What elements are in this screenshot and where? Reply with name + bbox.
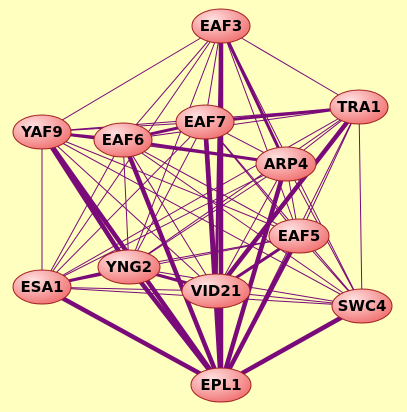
node-epl1[interactable]: EPL1 — [190, 367, 252, 403]
node-ellipse — [12, 269, 72, 305]
node-label: SWC4 — [338, 297, 387, 315]
node-tra1[interactable]: TRA1 — [329, 89, 389, 125]
node-label: EPL1 — [200, 376, 241, 394]
edge-eaf6-esa1 — [41, 139, 124, 288]
edge-yaf9-vid21 — [41, 131, 217, 292]
node-label: ARP4 — [264, 155, 309, 173]
edge-eaf6-vid21 — [122, 139, 217, 292]
edge-tra1-eaf6 — [122, 106, 360, 141]
edge-tra1-esa1 — [41, 106, 360, 288]
edge-arp4-epl1 — [218, 161, 289, 388]
node-ellipse — [255, 146, 317, 182]
edge-swc4-epl1 — [218, 303, 365, 388]
node-yaf9[interactable]: YAF9 — [12, 114, 72, 150]
node-ellipse — [12, 114, 72, 150]
node-label: VID21 — [191, 282, 242, 300]
edge-arp4-vid21 — [215, 163, 287, 292]
node-ellipse — [93, 122, 153, 158]
node-ellipse — [329, 89, 389, 125]
edge-eaf3-arp4 — [219, 24, 288, 166]
node-esa1[interactable]: ESA1 — [12, 269, 72, 305]
edge-eaf7-swc4 — [204, 121, 363, 307]
edges-layer — [39, 23, 365, 388]
edge-arp4-yng2 — [128, 163, 287, 268]
node-eaf6[interactable]: EAF6 — [93, 122, 153, 158]
node-label: ESA1 — [20, 278, 63, 296]
edge-esa1-epl1 — [39, 284, 224, 388]
edge-eaf7-vid21 — [202, 119, 219, 294]
node-ellipse — [190, 367, 252, 403]
edge-eaf3-tra1 — [220, 25, 360, 108]
edge-tra1-vid21 — [213, 104, 362, 294]
node-ellipse — [191, 8, 251, 44]
edge-eaf6-yng2 — [122, 139, 130, 268]
edge-tra1-swc4 — [358, 106, 363, 307]
node-arp4[interactable]: ARP4 — [255, 146, 317, 182]
node-label: YNG2 — [105, 258, 152, 276]
edge-eaf7-yng2 — [128, 121, 206, 268]
node-label: EAF7 — [184, 113, 227, 131]
edge-yaf9-yng2 — [39, 129, 132, 270]
node-ellipse — [97, 249, 161, 285]
node-ellipse — [181, 273, 251, 309]
node-ellipse — [268, 218, 330, 254]
edge-eaf5-epl1 — [218, 233, 302, 388]
node-label: TRA1 — [337, 98, 381, 116]
edge-eaf6-epl1 — [120, 137, 224, 388]
node-label: EAF3 — [200, 17, 243, 35]
edge-yng2-epl1 — [126, 264, 224, 388]
edge-tra1-eaf5 — [298, 106, 360, 237]
edge-eaf3-eaf6 — [122, 25, 222, 141]
node-eaf7[interactable]: EAF7 — [175, 104, 235, 140]
node-label: EAF5 — [278, 227, 321, 245]
node-vid21[interactable]: VID21 — [181, 273, 251, 309]
edge-tra1-yng2 — [128, 106, 360, 268]
edge-eaf3-yaf9 — [41, 25, 222, 133]
node-yng2[interactable]: YNG2 — [97, 249, 161, 285]
node-label: EAF6 — [102, 131, 145, 149]
edge-eaf6-swc4 — [122, 139, 363, 307]
node-ellipse — [331, 288, 393, 324]
node-label: YAF9 — [20, 123, 63, 141]
node-eaf3[interactable]: EAF3 — [191, 8, 251, 44]
node-eaf5[interactable]: EAF5 — [268, 218, 330, 254]
edge-arp4-esa1 — [41, 163, 287, 288]
node-swc4[interactable]: SWC4 — [331, 288, 393, 324]
node-ellipse — [175, 104, 235, 140]
